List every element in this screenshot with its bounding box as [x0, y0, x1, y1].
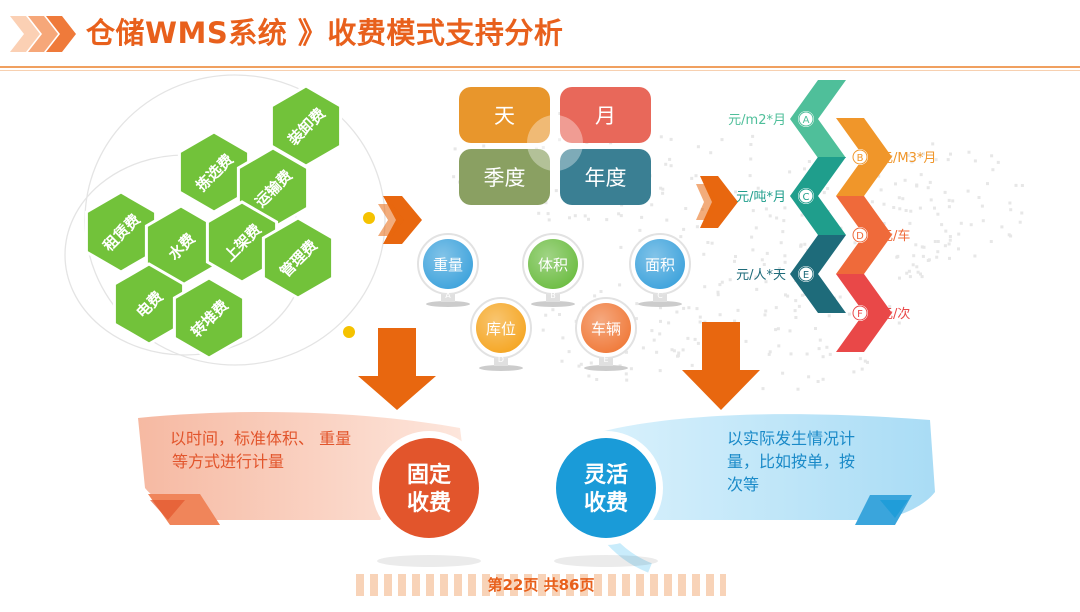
rate-chevron-label: 元/车: [880, 228, 910, 244]
fee-hex-2: 拣选费: [177, 130, 251, 214]
time-card-label: 年度: [585, 166, 627, 190]
rate-chevron-label: 元/M3*月: [880, 151, 936, 166]
measure-bubble-letter: E: [603, 355, 608, 364]
orbit-dot: [363, 212, 375, 224]
measure-bubble-letter: A: [445, 291, 451, 300]
orbit-dot: [343, 326, 355, 338]
measure-bubble-label: 车辆: [591, 320, 621, 338]
time-card-grid: 天 月季度 年度: [459, 87, 651, 205]
fee-hex-9: 转堆费: [172, 276, 246, 360]
header-divider-thin: [0, 70, 1080, 71]
rate-chevron-label: 元/次: [880, 306, 910, 322]
rate-chevron-D: D 元/车: [836, 196, 910, 274]
time-card-label: 天: [494, 104, 515, 128]
flexible-fee-badge: [549, 431, 663, 567]
measure-bubble-letter: C: [657, 291, 663, 300]
time-card-1: 天: [459, 87, 550, 143]
measure-bubble-label: 库位: [486, 320, 516, 338]
flexible-fee-description-line3: 次等: [727, 475, 759, 494]
arrow-down-icon: [358, 328, 436, 410]
rate-chevron-label: 元/吨*月: [736, 190, 786, 205]
footer-bar: [356, 574, 726, 596]
fixed-fee-badge-line1: 固定: [407, 462, 451, 488]
measure-bubble-1: 重量 A: [417, 233, 479, 307]
arrow-right-icon: [378, 196, 422, 244]
header-divider: [0, 66, 1080, 68]
rate-chevron-label: 元/人*天: [736, 268, 786, 283]
time-card-label: 月: [595, 104, 616, 128]
flexible-fee-ribbon: [600, 414, 935, 525]
fixed-fee-description-line2: 等方式进行计量: [172, 452, 284, 471]
rate-chevron-letter: F: [857, 309, 863, 320]
fixed-fee-badge: [372, 431, 486, 567]
fee-hex-4: 租赁费: [84, 190, 158, 274]
rate-chevron-letter: B: [857, 153, 864, 164]
measure-bubble-letter: D: [498, 355, 504, 364]
fee-hex-7: 管理费: [261, 216, 335, 300]
measure-bubble-label: 面积: [645, 256, 675, 274]
flexible-fee-badge-line2: 收费: [584, 490, 628, 516]
flexible-fee-badge-line1: 灵活: [584, 463, 628, 488]
rate-chevron-C: C 元/吨*月: [736, 157, 846, 235]
rate-chevron-column: A 元/m2*月 B 元/M3*月 C 元/吨*月 D 元/车 E 元/人*天 F 元/次: [728, 80, 936, 352]
rate-chevron-F: F 元/次: [836, 274, 910, 352]
rate-chevron-letter: D: [856, 231, 864, 242]
fee-hex-cluster: 装卸费拣选费运输费租赁费水费上架费管理费电费转堆费: [84, 84, 343, 360]
measure-bubble-label: 体积: [538, 256, 568, 274]
measure-bubble-group: 重量 A 体积 B 面积 C 库位 D 车辆 E: [417, 233, 691, 371]
fixed-fee-badge-line2: 收费: [407, 490, 451, 516]
time-card-3: 季度: [459, 149, 550, 205]
rate-chevron-A: A 元/m2*月: [728, 80, 846, 158]
rate-chevron-letter: C: [803, 192, 810, 203]
rate-chevron-letter: E: [803, 270, 809, 281]
header-chevron-icon: [10, 16, 76, 52]
measure-bubble-2: 体积 B: [522, 233, 584, 307]
rate-chevron-label: 元/m2*月: [728, 113, 786, 128]
time-card-2: 月: [560, 87, 651, 143]
fee-hex-6: 上架费: [205, 200, 279, 284]
time-card-label: 季度: [484, 166, 526, 190]
fee-hex-8: 电费: [112, 262, 186, 346]
measure-bubble-4: 库位 D: [470, 297, 532, 371]
measure-bubble-letter: B: [550, 291, 556, 300]
time-card-4: 年度: [560, 149, 651, 205]
arrow-right-icon: [696, 176, 738, 228]
measure-bubble-label: 重量: [433, 256, 463, 274]
flexible-fee-description-line1: 以实际发生情况计: [727, 429, 855, 448]
page-title: 仓储WMS系统 》收费模式支持分析: [86, 16, 564, 50]
flexible-fee-description-line2: 量，比如按单，按: [727, 452, 855, 471]
measure-bubble-3: 面积 C: [629, 233, 691, 307]
rate-chevron-letter: A: [803, 115, 810, 126]
fixed-fee-description-line1: 以时间，标准体积、 重量: [170, 429, 351, 448]
measure-bubble-5: 车辆 E: [575, 297, 637, 371]
rate-chevron-E: E 元/人*天: [736, 235, 846, 313]
time-card-highlight: [527, 115, 583, 171]
page-indicator: 第22页 共86页: [487, 576, 595, 594]
rate-chevron-B: B 元/M3*月: [836, 118, 936, 196]
arrow-down-icon: [682, 322, 760, 410]
